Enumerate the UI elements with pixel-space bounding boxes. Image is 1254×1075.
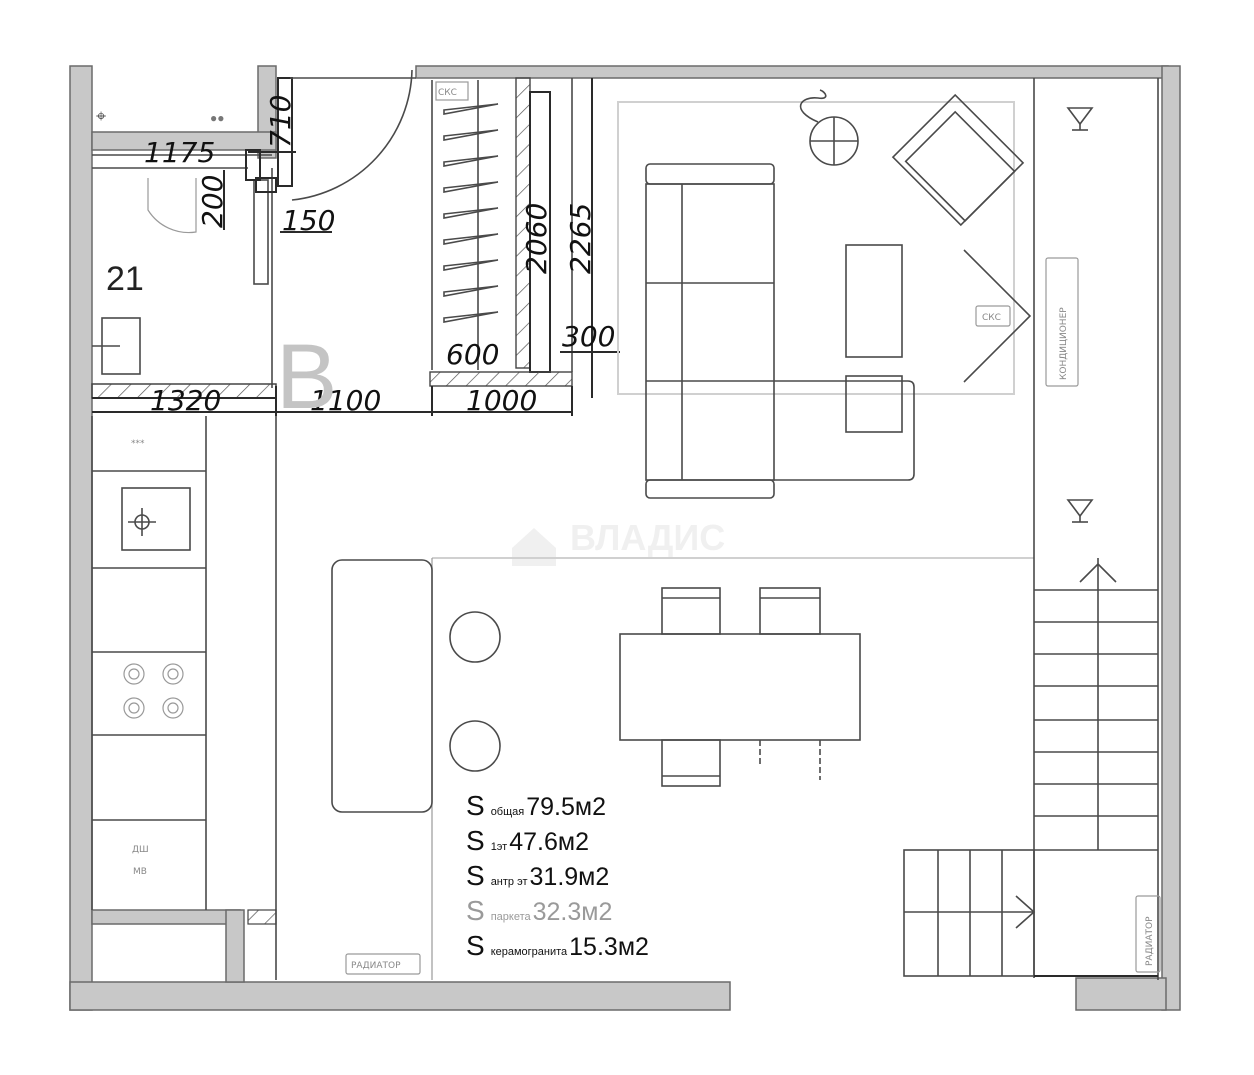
radiator-right-label: РАДИАТОР <box>1145 916 1155 966</box>
dimension-texts: 1175 710 200 150 1320 1100 2060 2265 600… <box>144 95 615 417</box>
staircase: РАДИАТОР <box>903 556 1161 978</box>
stove-burner-icon <box>123 663 184 719</box>
fridge-label: *** <box>131 439 145 449</box>
dim-1175: 1175 <box>144 136 215 169</box>
sks-label: СКС <box>438 88 457 98</box>
kitchen: *** ДШ МВ РАДИАТОР <box>91 416 1034 980</box>
watermark-text: ВЛАДИС <box>570 517 725 558</box>
ceiling-light-icon <box>1066 107 1094 131</box>
dim-1320: 1320 <box>150 384 221 417</box>
living-area: СКС <box>617 89 1032 499</box>
dim-150: 150 <box>282 204 335 237</box>
ac-column: КОНДИЦИОНЕР <box>1033 78 1159 980</box>
dimension-lines <box>92 170 620 416</box>
room-number: 21 <box>106 260 144 298</box>
ceiling-light-icon <box>1066 499 1094 523</box>
dim-200: 200 <box>196 175 229 228</box>
utility-shaft: ⌖ ●● <box>96 106 225 126</box>
radiator-bottom-label: РАДИАТОР <box>351 961 401 971</box>
dim-710: 710 <box>264 95 297 148</box>
dim-300: 300 <box>562 320 615 353</box>
dishwasher-label: ДШ <box>132 845 149 855</box>
dim-2060: 2060 <box>520 203 553 274</box>
entrance-door <box>245 69 416 201</box>
bathroom: 21 <box>91 154 277 399</box>
ac-label: КОНДИЦИОНЕР <box>1059 307 1069 380</box>
microwave-label: МВ <box>133 867 147 877</box>
dim-600: 600 <box>446 338 499 371</box>
sks-living-label: СКС <box>982 313 1001 323</box>
dim-1100: 1100 <box>310 384 381 417</box>
dim-2265: 2265 <box>564 203 597 274</box>
outer-walls <box>69 65 1181 1011</box>
wardrobe: СКС <box>429 77 593 398</box>
watermark: ВЛАДИС <box>512 517 725 566</box>
svg-text:●●: ●● <box>210 111 225 125</box>
svg-text:⌖: ⌖ <box>96 106 106 126</box>
dim-1000: 1000 <box>466 384 537 417</box>
section-letter: B <box>276 326 337 428</box>
